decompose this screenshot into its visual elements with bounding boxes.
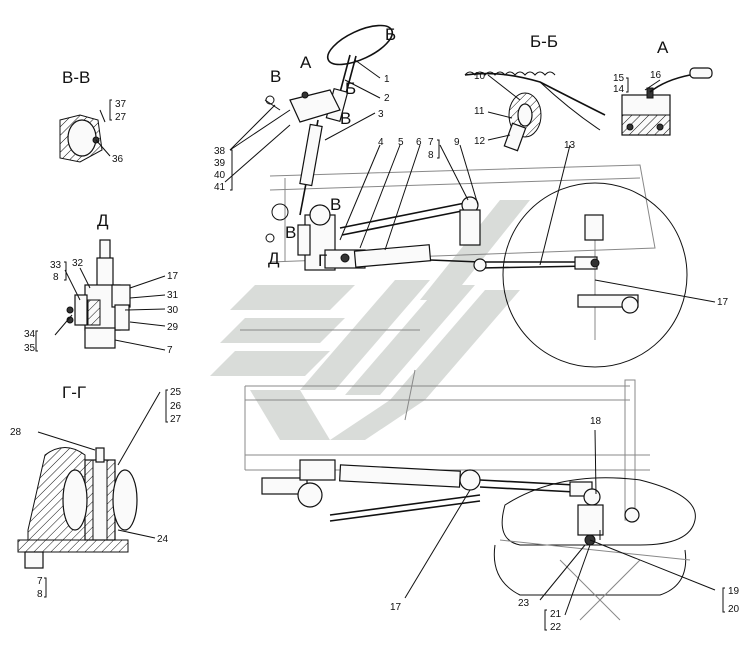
callout-33: 33 <box>50 260 62 271</box>
callout-39: 39 <box>214 158 226 169</box>
callout-13: 13 <box>564 140 576 151</box>
callout-29: 29 <box>167 322 179 333</box>
callout-34: 34 <box>24 329 36 340</box>
callout-7-d: 7 <box>167 345 173 356</box>
callout-8-d: 8 <box>53 272 59 283</box>
view-marker-d-left: Д <box>268 249 280 268</box>
callout-4: 4 <box>378 137 384 148</box>
callout-37: 37 <box>115 99 127 110</box>
callout-40: 40 <box>214 170 226 181</box>
callout-17-bottom: 17 <box>390 602 402 613</box>
callout-16: 16 <box>650 70 662 81</box>
callout-28: 28 <box>10 427 22 438</box>
callout-36: 36 <box>112 154 124 165</box>
callout-22: 22 <box>550 622 562 633</box>
callout-20: 20 <box>728 604 740 615</box>
power-cylinder <box>353 244 600 272</box>
callout-12: 12 <box>474 136 486 147</box>
callout-35: 35 <box>24 343 36 354</box>
callout-38: 38 <box>214 146 226 157</box>
section-d-drawing <box>66 239 131 349</box>
section-a-drawing <box>621 67 713 136</box>
callout-21: 21 <box>550 609 562 620</box>
section-bb-drawing <box>464 71 606 152</box>
callout-32: 32 <box>72 258 84 269</box>
callout-26: 26 <box>170 401 182 412</box>
callout-9: 9 <box>454 137 460 148</box>
callout-17-right: 17 <box>717 297 729 308</box>
callout-31: 31 <box>167 290 179 301</box>
callout-25: 25 <box>170 387 182 398</box>
watermark-logo <box>210 200 530 440</box>
view-marker-v-left: В <box>270 67 281 86</box>
view-marker-g-mid: Г <box>318 251 327 270</box>
drag-link-upper <box>339 196 481 246</box>
callout-30: 30 <box>167 305 179 316</box>
callout-24: 24 <box>157 534 169 545</box>
callout-2: 2 <box>384 93 390 104</box>
section-title-a: А <box>657 38 669 57</box>
section-title-d: Д <box>97 211 109 230</box>
detail-circle <box>502 182 688 368</box>
view-marker-v-lower: В <box>330 195 341 214</box>
callout-8-top: 8 <box>428 150 434 161</box>
section-title-gg: Г-Г <box>62 383 86 402</box>
callout-5: 5 <box>398 137 404 148</box>
callout-brackets <box>35 77 725 631</box>
wheel-outline <box>493 477 696 621</box>
callout-17-d: 17 <box>167 271 179 282</box>
steering-gear-box <box>265 203 366 271</box>
callout-7-gg: 7 <box>37 576 43 587</box>
callout-7-top: 7 <box>428 137 434 148</box>
callout-11: 11 <box>474 106 485 117</box>
callout-3: 3 <box>378 109 384 120</box>
callout-8-gg: 8 <box>37 589 43 600</box>
view-marker-v-right: В <box>340 109 351 128</box>
lower-assembly <box>261 459 640 546</box>
callout-15: 15 <box>613 73 625 84</box>
callout-18: 18 <box>590 416 602 427</box>
callout-27-gg: 27 <box>170 414 182 425</box>
callout-19: 19 <box>728 586 740 597</box>
steering-column <box>264 24 394 216</box>
callout-10: 10 <box>474 71 486 82</box>
view-marker-b-right: Б <box>345 79 356 98</box>
callout-23: 23 <box>518 598 530 609</box>
callout-41: 41 <box>214 182 226 193</box>
section-title-vv: В-В <box>62 68 90 87</box>
callout-1: 1 <box>384 74 390 85</box>
leader-lines <box>37 59 716 616</box>
section-gg-drawing <box>17 447 138 569</box>
callout-6: 6 <box>416 137 422 148</box>
section-title-bb: Б-Б <box>530 32 558 51</box>
callout-14: 14 <box>613 84 625 95</box>
view-marker-a-top: А <box>300 53 312 72</box>
view-marker-v-lower-left: В <box>285 223 296 242</box>
callout-27-vv: 27 <box>115 112 127 123</box>
section-vv-drawing <box>59 114 103 163</box>
view-marker-b-top: Б <box>385 25 396 44</box>
